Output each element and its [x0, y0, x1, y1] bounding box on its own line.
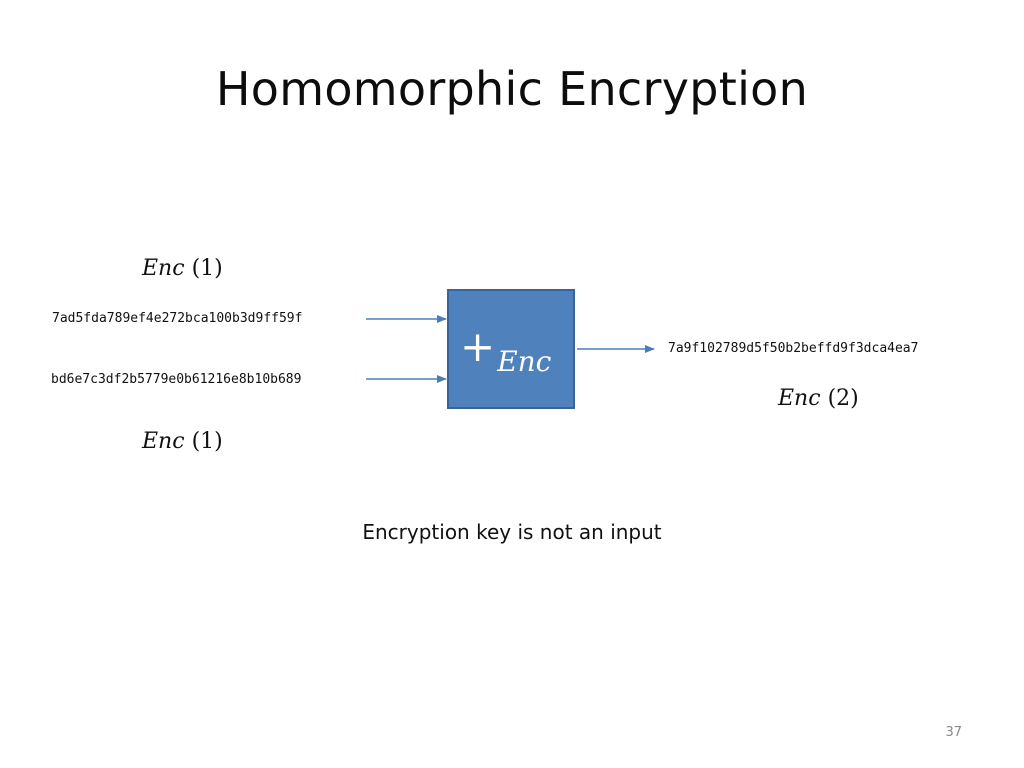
output-enc-argument: (2) [827, 386, 859, 411]
output-enc-label: Enc (2) [778, 386, 859, 411]
input-1-enc-function: Enc [142, 256, 185, 281]
input-2-enc-argument: (1) [191, 429, 223, 454]
input-2-ciphertext: bd6e7c3df2b5779e0b61216e8b10b689 [51, 372, 302, 387]
operation-subscript: Enc [497, 345, 552, 378]
output-enc-function: Enc [778, 386, 821, 411]
input-1-enc-label: Enc (1) [142, 256, 223, 281]
input-2-enc-label: Enc (1) [142, 429, 223, 454]
input-1-ciphertext: 7ad5fda789ef4e272bca100b3d9ff59f [52, 311, 303, 326]
slide-title: Homomorphic Encryption [215, 62, 809, 116]
output-ciphertext: 7a9f102789d5f50b2beffd9f3dca4ea7 [668, 341, 919, 356]
operation-symbol: + [460, 322, 496, 371]
homomorphic-add-box [447, 289, 575, 409]
input-2-enc-function: Enc [142, 429, 185, 454]
caption: Encryption key is not an input [362, 520, 662, 544]
page-number: 37 [945, 725, 962, 740]
input-1-enc-argument: (1) [191, 256, 223, 281]
homomorphic-add-label: +Enc [460, 326, 551, 379]
